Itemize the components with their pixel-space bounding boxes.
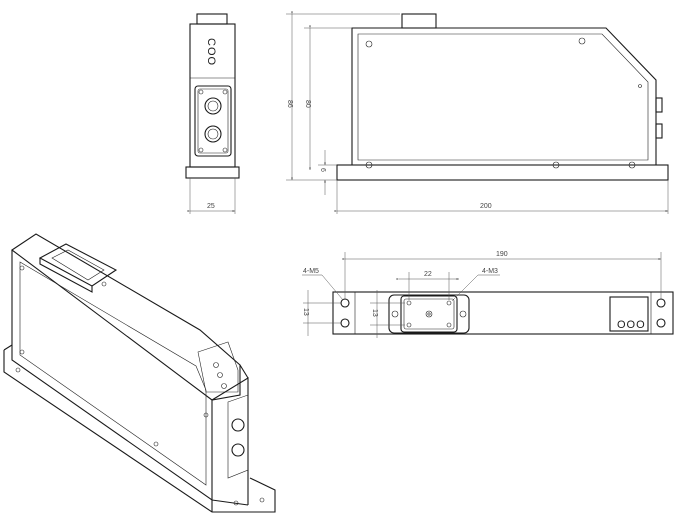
side-view: 86 80 6 200 — [286, 11, 669, 214]
dim-left-13: 13 — [302, 308, 309, 316]
dim-base-6: 6 — [319, 168, 326, 172]
isometric-view — [3, 233, 276, 513]
dim-spacing-190: 190 — [496, 251, 508, 258]
dim-width-25: 25 — [207, 203, 215, 210]
dim-length-200: 200 — [480, 203, 492, 210]
callout-4-m5: 4-M5 — [303, 268, 319, 275]
callout-4-m3: 4-M3 — [482, 268, 498, 275]
dim-height-86: 86 — [286, 100, 293, 108]
dim-height-80: 80 — [304, 100, 311, 108]
front-marking: COO — [205, 38, 217, 66]
top-view: OOO 190 22 13 13 4-M5 4-M3 — [302, 251, 674, 338]
dim-connector-22: 22 — [424, 271, 432, 278]
dim-connector-13: 13 — [371, 309, 378, 317]
front-view: COO 25 — [185, 13, 240, 214]
panel-marking: OOO — [617, 319, 646, 331]
